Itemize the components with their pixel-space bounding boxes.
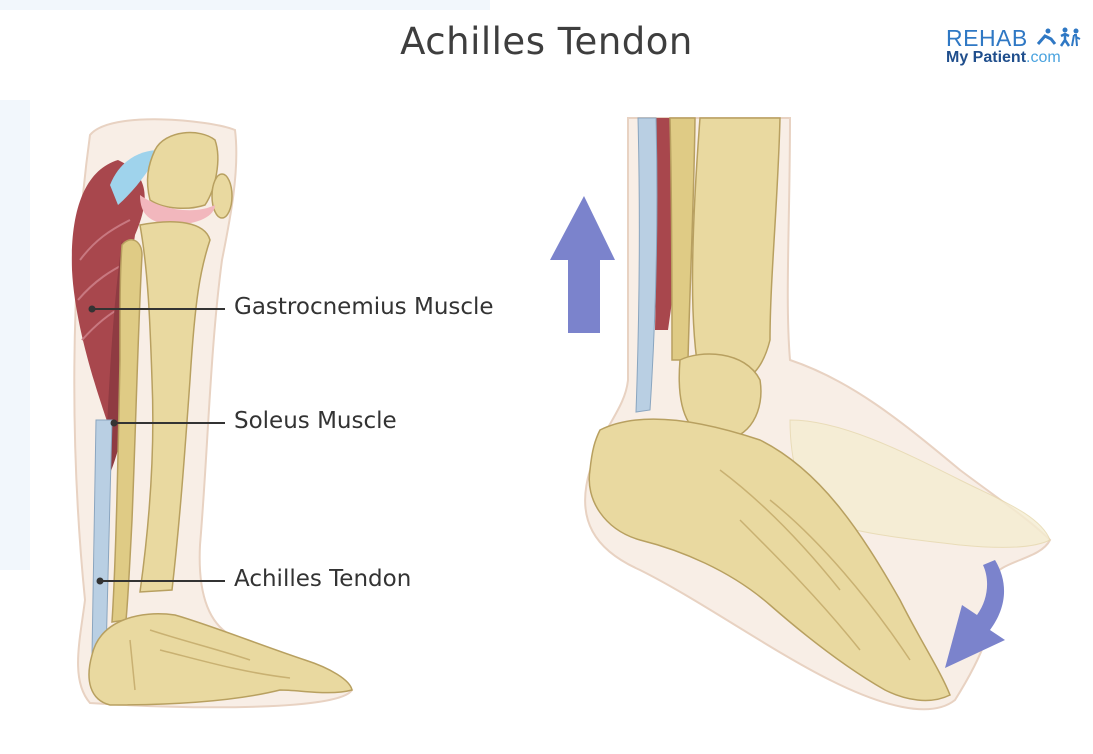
gastrocnemius-muscle-shape [72, 160, 145, 430]
logo-text-com: .com [1026, 49, 1061, 66]
page-title: Achilles Tendon [0, 20, 1093, 63]
tibia-bone [140, 222, 210, 592]
right-tibia-bone [693, 118, 781, 384]
fibula-bone [112, 240, 142, 622]
knee-cartilage [140, 195, 215, 225]
up-arrow-icon [550, 196, 615, 333]
logo-text-rehab: REHAB [946, 25, 1028, 51]
background-panel-left [0, 100, 30, 570]
rehab-my-patient-logo: REHAB My Patient.com [946, 24, 1093, 67]
right-foot-bones [589, 419, 950, 700]
curved-down-arrow-icon [945, 560, 1005, 668]
right-foot-illustration [585, 118, 1050, 709]
ghost-foot-neutral [790, 420, 1050, 547]
gastrocnemius-muscle-label: Gastrocnemius Muscle [234, 294, 494, 320]
right-muscle-strip [652, 118, 690, 330]
patella-bone [212, 174, 232, 218]
athlete-figures-icon [1035, 26, 1081, 48]
femur-end-bone [148, 133, 218, 209]
gastrocnemius-upper-tendon [110, 150, 160, 205]
soleus-muscle-shape [104, 240, 128, 480]
right-fibula-bone [670, 118, 695, 360]
left-foot-bones [89, 614, 352, 705]
talus-bone [679, 354, 761, 440]
label-leaders [89, 306, 226, 585]
background-panel-top [0, 0, 490, 10]
achilles-tendon-label: Achilles Tendon [234, 566, 411, 592]
achilles-tendon-shape [92, 420, 112, 655]
right-leg-skin [585, 118, 1050, 709]
logo-text-my-patient: My Patient [946, 49, 1026, 66]
soleus-muscle-label: Soleus Muscle [234, 408, 397, 434]
right-achilles-tendon [636, 118, 657, 412]
